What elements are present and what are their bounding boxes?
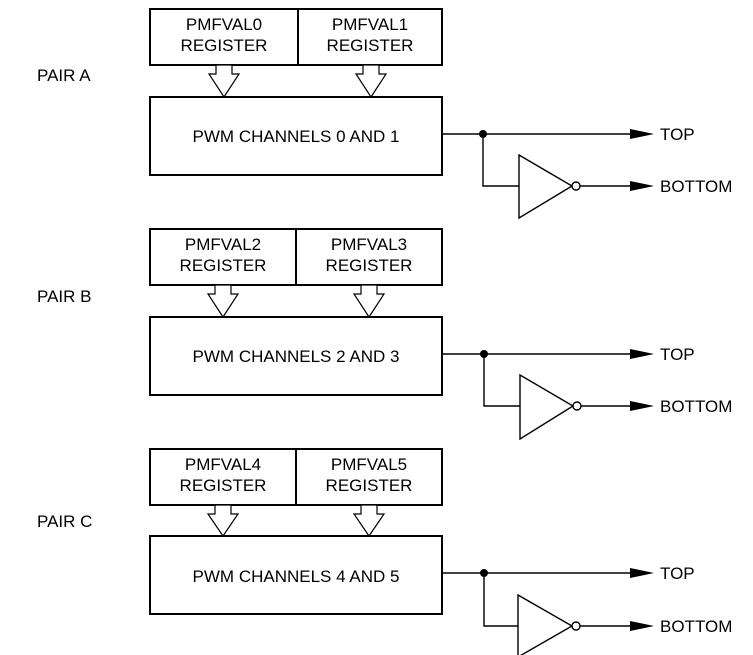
register-box-right: PMFVAL5 REGISTER [295,448,443,506]
register-box-left: PMFVAL4 REGISTER [149,448,297,506]
register-name: PMFVAL2 [185,235,261,254]
inverter-bubble [571,181,581,191]
data-flow-arrow [207,64,241,99]
pair-label: PAIR A [37,66,91,85]
register-caption: REGISTER [181,36,268,55]
pwm-channel-box: PWM CHANNELS 2 AND 3 [149,316,443,396]
register-name: PMFVAL4 [185,455,261,474]
pwm-channel-box: PWM CHANNELS 4 AND 5 [149,535,443,615]
register-caption: REGISTER [180,256,267,275]
pair-group-c: PAIR C PMFVAL4 REGISTER PMFVAL5 REGISTER… [37,448,732,655]
pair-group-a: PAIR A PMFVAL0 REGISTER PMFVAL1 REGISTER… [37,8,732,220]
inverter-symbol [517,593,574,655]
top-arrowhead [630,349,654,359]
data-flow-arrow [352,284,386,319]
inverter-symbol [518,153,574,220]
register-box-left: PMFVAL0 REGISTER [149,8,299,66]
register-name: PMFVAL5 [331,455,407,474]
register-box-left: PMFVAL2 REGISTER [149,228,297,286]
top-arrowhead [630,568,654,578]
inverter-feed-line [483,573,518,627]
register-box-right: PMFVAL1 REGISTER [297,8,443,66]
inverter-bubble [572,401,582,411]
top-output-label: TOP [660,564,695,583]
bottom-output-label: BOTTOM [660,177,732,196]
register-caption: REGISTER [326,476,413,495]
register-name: PMFVAL1 [332,15,408,34]
bottom-arrowhead [630,621,654,631]
data-flow-arrow [354,64,388,99]
top-output-label: TOP [660,125,695,144]
register-caption: REGISTER [327,36,414,55]
top-output-label: TOP [660,345,695,364]
inverter-bubble [571,621,581,631]
register-name: PMFVAL0 [186,15,262,34]
inverter-feed-line [483,354,520,407]
bottom-output-label: BOTTOM [660,397,732,416]
pwm-channel-label: PWM CHANNELS 4 AND 5 [193,567,400,586]
pwm-channel-box: PWM CHANNELS 0 AND 1 [149,96,443,176]
pair-group-b: PAIR B PMFVAL2 REGISTER PMFVAL3 REGISTER… [37,228,732,441]
register-name: PMFVAL3 [331,235,407,254]
inverter-feed-line [482,134,519,187]
data-flow-arrow [206,504,240,538]
data-flow-arrow [352,504,386,538]
register-box-right: PMFVAL3 REGISTER [295,228,443,286]
pwm-channel-label: PWM CHANNELS 2 AND 3 [193,347,400,366]
pwm-channel-label: PWM CHANNELS 0 AND 1 [193,127,400,146]
top-arrowhead [630,129,654,139]
bottom-arrowhead [630,181,654,191]
register-caption: REGISTER [326,256,413,275]
bottom-arrowhead [630,401,654,411]
pair-label: PAIR C [37,512,92,531]
inverter-symbol [519,373,575,441]
pair-label: PAIR B [37,287,91,306]
bottom-output-label: BOTTOM [660,617,732,636]
data-flow-arrow [206,284,240,319]
register-caption: REGISTER [180,476,267,495]
